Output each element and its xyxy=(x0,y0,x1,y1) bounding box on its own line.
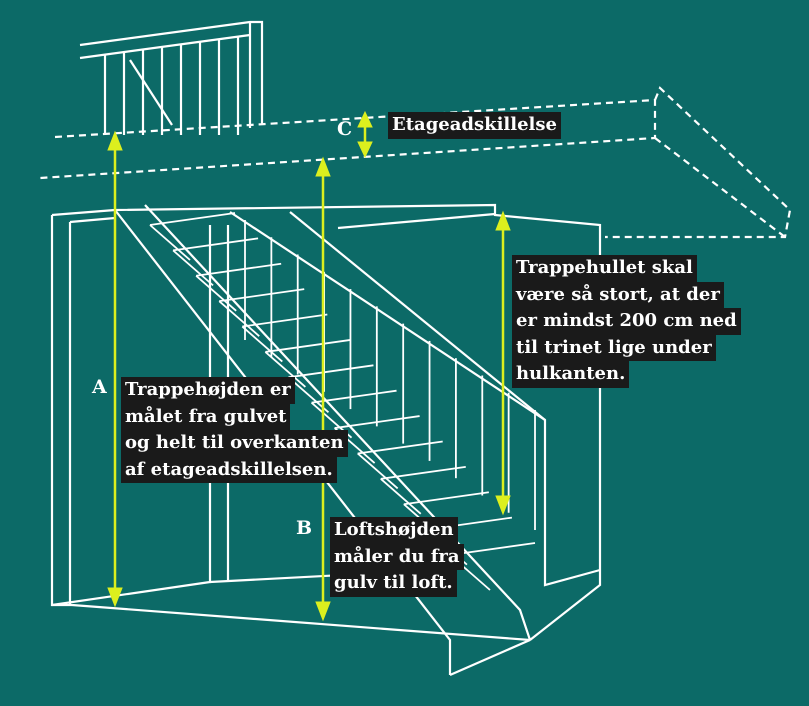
loftshojden-note: Loftshøjden måler du fra gulv til loft. xyxy=(330,517,464,597)
floor-slab xyxy=(39,86,792,239)
label-b: B xyxy=(296,517,313,539)
trappehullet-line: til trinet lige under xyxy=(512,334,716,361)
stair-tread xyxy=(265,339,351,353)
stair-riser xyxy=(264,351,306,388)
stair-tread xyxy=(311,389,397,404)
stair-riser xyxy=(172,249,214,287)
trappehullet-line: Trappehullet skal xyxy=(512,255,697,282)
upper-railing xyxy=(79,20,264,135)
arrow-b xyxy=(315,156,331,622)
stair-riser xyxy=(195,275,237,312)
trappehojden-note: Trappehøjden er målet fra gulvet og helt… xyxy=(121,377,348,483)
stair-tread xyxy=(242,313,328,328)
loftshojden-line: måler du fra xyxy=(330,543,464,570)
stair-riser xyxy=(357,452,399,490)
label-c: C xyxy=(337,118,353,140)
stair-tread xyxy=(149,212,236,226)
loftshojden-line: Loftshøjden xyxy=(330,517,458,544)
etageadskillelse-label: Etageadskillelse xyxy=(388,112,561,139)
trappehojden-line: Trappehøjden er xyxy=(121,377,295,404)
trappehojden-line: målet fra gulvet xyxy=(121,403,291,430)
trappehojden-line: og helt til overkanten xyxy=(121,430,348,457)
stair-tread xyxy=(449,542,536,556)
stair-tread xyxy=(380,465,466,480)
stair-riser xyxy=(380,478,422,515)
arrow-c xyxy=(357,110,373,159)
stair-tread xyxy=(357,440,443,455)
stair-tread xyxy=(403,491,489,506)
measurement-arrows xyxy=(107,110,511,622)
etageadskillelse-text: Etageadskillelse xyxy=(388,112,561,139)
stair-riser xyxy=(149,224,191,261)
arrow-stairwell xyxy=(495,210,511,516)
stair-riser xyxy=(218,300,260,337)
stair-tread xyxy=(219,288,305,303)
stair-tread xyxy=(172,237,259,252)
trappehullet-note: Trappehullet skal være så stort, at der … xyxy=(512,255,741,388)
trappehullet-line: være så stort, at der xyxy=(512,281,724,308)
stair-tread xyxy=(288,364,374,379)
stair-riser xyxy=(241,325,283,363)
loftshojden-line: gulv til loft. xyxy=(330,570,457,597)
trappehullet-line: hulkanten. xyxy=(512,361,630,388)
label-a: A xyxy=(92,376,107,398)
stair-tread xyxy=(196,262,282,277)
trappehullet-line: er mindst 200 cm ned xyxy=(512,308,741,335)
arrow-a xyxy=(107,130,123,608)
stair-stringers xyxy=(114,204,601,675)
railing-brace xyxy=(129,59,173,126)
trappehojden-line: af etageadskillelsen. xyxy=(121,456,337,483)
